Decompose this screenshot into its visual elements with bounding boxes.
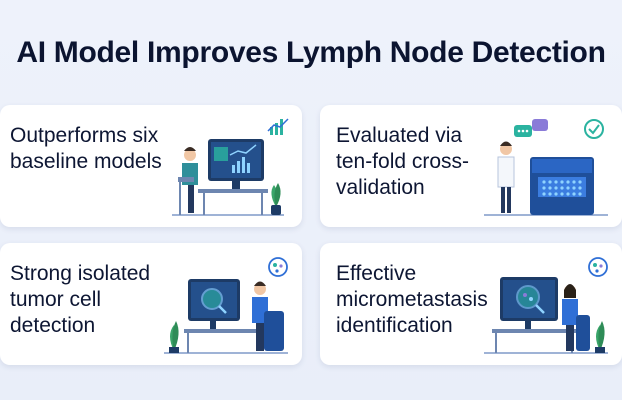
pathologist-at-monitor-illustration [164, 257, 288, 354]
feature-card-isolated-tumor: Strong isolated tumor cell detection [0, 243, 302, 365]
analyst-at-monitor-illustration [172, 118, 289, 216]
feature-card-baseline: Outperforms six baseline models [0, 105, 302, 227]
check-icon [584, 119, 604, 139]
researcher-at-monitor-illustration [484, 257, 608, 354]
page-title: AI Model Improves Lymph Node Detection [16, 36, 606, 69]
chart-icon [267, 118, 289, 135]
card-text: Effective micrometastasis identification [336, 262, 488, 337]
card-text: Evaluated via ten-fold cross-validation [336, 124, 470, 199]
cell-icon [588, 257, 608, 277]
feature-card-micrometastasis: Effective micrometastasis identification [320, 243, 622, 365]
cell-icon [268, 257, 288, 277]
card-text: Strong isolated tumor cell detection [10, 262, 151, 337]
feature-card-validation: Evaluated via ten-fold cross-validation [320, 105, 622, 227]
card-text: Outperforms six baseline models [10, 124, 162, 173]
scientist-with-analyzer-illustration [484, 119, 608, 216]
